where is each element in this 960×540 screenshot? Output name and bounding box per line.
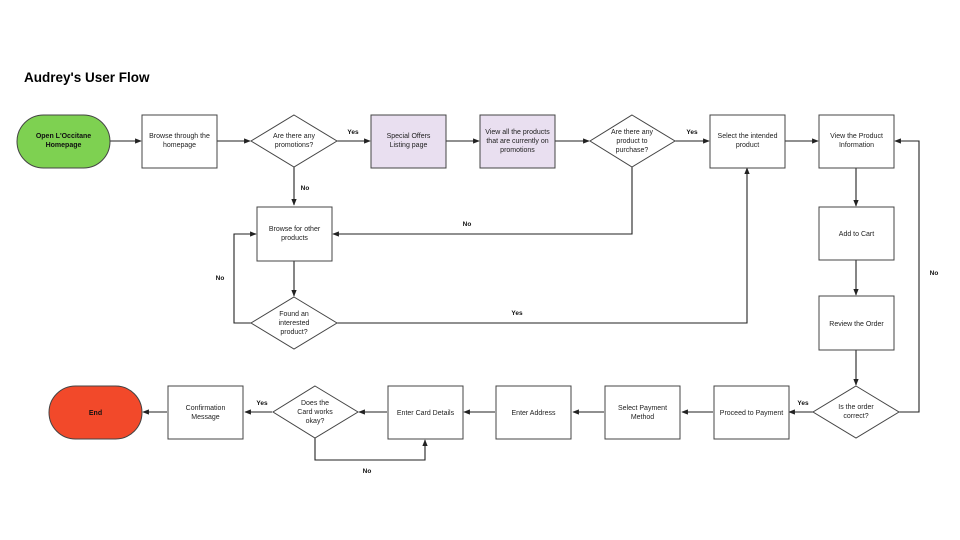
select-product-line2: product [736, 142, 759, 149]
browse-home-line1: Browse through the [149, 133, 210, 140]
confirmation-line1: Confirmation [186, 405, 226, 412]
view-promos-line1: View all the products [485, 129, 550, 136]
purchase-q-line3: purchase? [616, 147, 649, 154]
card-q-line3: okay? [306, 418, 325, 425]
enter-address-label: Enter Address [512, 410, 556, 417]
node-select-product: Select the intended product [709, 114, 786, 169]
node-purchase-question: Are there any product to purchase? [589, 114, 676, 168]
browse-other-line2: products [281, 235, 308, 242]
special-offers-line1: Special Offers [387, 133, 431, 140]
select-payment-line1: Select Payment [618, 405, 667, 412]
view-promos-line3: promotions [500, 147, 535, 154]
order-q-line2: correct? [843, 413, 868, 420]
node-browse-homepage: Browse through the homepage [141, 114, 218, 169]
edge-purchase-no [332, 167, 633, 237]
enter-card-label: Enter Card Details [397, 410, 455, 417]
select-product-line1: Select the intended [718, 133, 778, 140]
edge-found-yes [337, 167, 750, 324]
view-info-line2: Information [839, 142, 874, 149]
purchase-q-line2: product to [616, 138, 647, 145]
confirmation-line2: Message [191, 414, 220, 421]
label-found-yes: Yes [511, 310, 523, 317]
edge-order-no [894, 138, 920, 413]
open-label-line2: Homepage [46, 142, 82, 149]
open-label-line1: Open L'Occitane [36, 133, 91, 140]
node-view-promotions: View all the products that are currently … [479, 114, 556, 169]
special-offers-line2: Listing page [390, 142, 428, 149]
order-q-line1: Is the order [838, 404, 874, 411]
node-promotions-question: Are there any promotions? [250, 114, 338, 168]
label-found-no: No [216, 275, 225, 282]
found-q-line2: interested [279, 320, 310, 327]
node-end: End [48, 385, 143, 440]
node-browse-other: Browse for other products [256, 206, 333, 262]
view-promos-line2: that are currently on [486, 138, 548, 145]
browse-other-line1: Browse for other [269, 226, 321, 233]
card-q-line2: Card works [297, 409, 333, 416]
select-payment-line2: Method [631, 414, 654, 421]
label-promotions-no: No [301, 185, 310, 192]
view-info-line1: View the Product [830, 133, 883, 140]
promotions-q-line2: promotions? [275, 142, 314, 149]
node-enter-card: Enter Card Details [387, 385, 464, 440]
end-label: End [89, 410, 102, 417]
label-order-no: No [930, 270, 939, 277]
label-card-no: No [363, 468, 372, 475]
node-review-order: Review the Order [818, 295, 895, 351]
found-q-line3: product? [280, 329, 307, 336]
node-proceed-payment: Proceed to Payment [713, 385, 790, 440]
edge-labels: Yes No Yes No No Yes No Yes Yes No [216, 129, 939, 475]
purchase-q-line1: Are there any [611, 129, 654, 136]
card-q-line1: Does the [301, 400, 329, 407]
node-add-to-cart: Add to Cart [818, 206, 895, 261]
promotions-q-line1: Are there any [273, 133, 316, 140]
edge-found-no [233, 231, 257, 324]
label-purchase-yes: Yes [686, 129, 698, 136]
found-q-line1: Found an [279, 311, 309, 318]
edge-card-no [314, 437, 428, 461]
label-order-yes: Yes [797, 400, 809, 407]
label-promotions-yes: Yes [347, 129, 359, 136]
node-order-question: Is the order correct? [812, 385, 900, 439]
add-cart-label: Add to Cart [839, 231, 874, 238]
node-enter-address: Enter Address [495, 385, 572, 440]
review-order-label: Review the Order [829, 321, 884, 328]
node-found-question: Found an interested product? [250, 296, 338, 350]
label-card-yes: Yes [256, 400, 268, 407]
proceed-payment-label: Proceed to Payment [720, 410, 783, 417]
browse-home-line2: homepage [163, 142, 196, 149]
diagram-title: Audrey's User Flow [24, 70, 150, 85]
label-purchase-no: No [463, 221, 472, 228]
connectors [110, 138, 920, 461]
